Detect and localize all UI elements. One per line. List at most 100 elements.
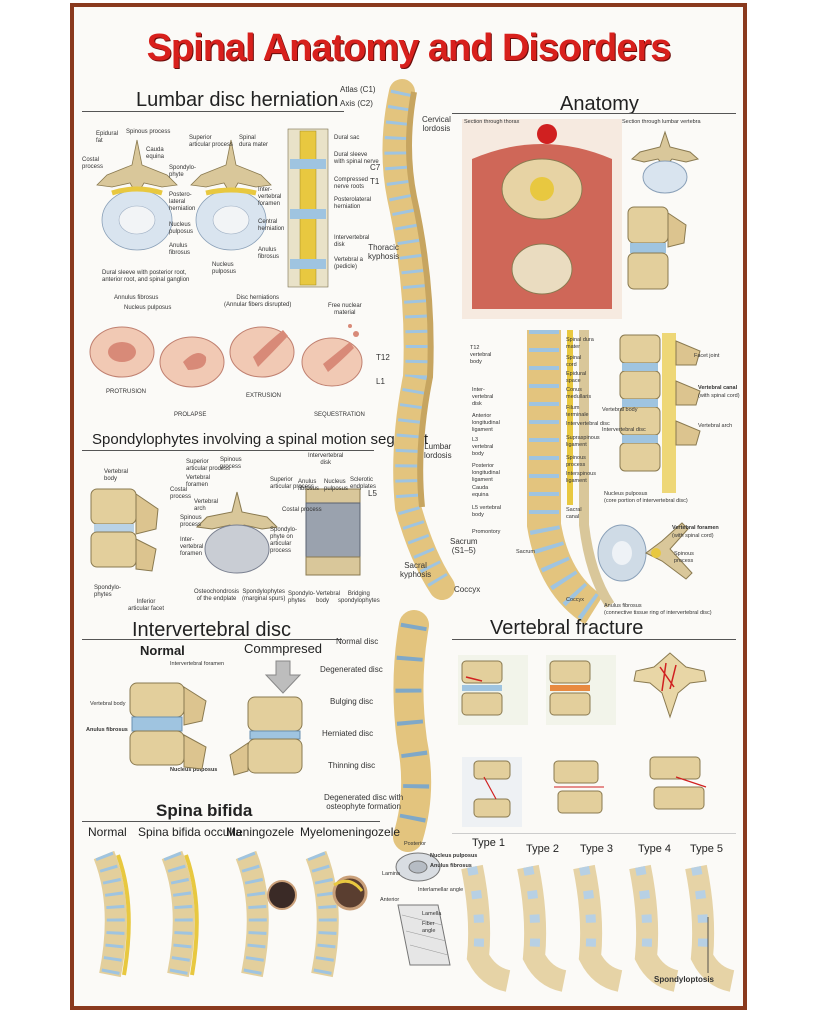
label-intervertebral-disk: Intervertebral disk (334, 235, 370, 248)
label-spinous-s: Spinous process (180, 515, 202, 528)
label-ivd-a: Intervertebral disc (566, 421, 610, 427)
label-superior-s2: Superior articular process (270, 477, 315, 490)
label-type-3: Type 3 (580, 843, 614, 855)
label-spondylophyte-art: Spondylo- phyte on articular process (270, 527, 298, 554)
label-superior-articular-s: Superior articular process (186, 459, 231, 472)
label-np-a: Nucleus pulposus (core portion of interv… (604, 491, 688, 504)
label-axis: Axis (C2) (340, 99, 373, 108)
spondylo-top-view (195, 491, 279, 574)
label-inset-fiber: Fiber angle (422, 921, 436, 934)
label-herniated-disc: Herniated disc (322, 729, 374, 738)
label-dural-sleeve: Dural sleeve with posterior root, anteri… (102, 270, 190, 283)
dural-sac-illustration (287, 128, 329, 288)
spondylo-sclerotic-disk (305, 488, 361, 576)
label-meningozele: Meningozele (226, 825, 295, 839)
label-af-a: Anulus fibrosus (connective tissue ring … (604, 603, 712, 616)
label-l3-a: L3 vertebral body (472, 437, 494, 457)
label-vertebral-canal-2: (with spinal cord) (698, 393, 740, 399)
sagittal-section-illustration (527, 330, 615, 625)
label-cord-a: Spinal cord (566, 355, 582, 368)
label-lumbar-lordosis: Lumbar lordosis (424, 442, 452, 460)
label-section-thorax: Section through thorax (464, 119, 520, 125)
degeneration-column-illustration (393, 610, 432, 852)
label-promontory: Promontory (472, 529, 501, 535)
label-vforamen-a2: (with spinal cord) (672, 533, 714, 539)
lumbar-column-illustration (619, 333, 701, 493)
vertebra-side-illustration (627, 206, 687, 290)
divider (82, 111, 344, 112)
section-title-anatomy: Anatomy (560, 93, 639, 115)
label-annulus-fibrosus: Annulus fibrosus (114, 295, 159, 301)
label-spondylophyte: Spondylo- phyte (169, 165, 197, 178)
label-disc-herniations: Disc herniations (Annular fibers disrupt… (224, 295, 292, 308)
label-cauda-equina: Cauda equina (146, 147, 165, 160)
label-compressed-disc: Commpresed (244, 641, 323, 656)
label-inset-posterior: Posterior (404, 841, 427, 847)
label-vertebral-canal: Vertebral canal (698, 385, 738, 391)
label-superior-articular: Superior articular process (189, 135, 234, 148)
label-free-nuclear: Free nuclear material (328, 303, 362, 316)
label-inset-anulus: Anulus fibrosus (430, 863, 472, 869)
label-prolapse: PROLAPSE (174, 412, 207, 418)
label-inset-lamella: Lamella (422, 911, 442, 917)
divider (82, 821, 380, 822)
label-t12: T12 (376, 353, 390, 362)
label-vertebral-body-s: Vertebral body (104, 469, 129, 482)
label-spinous-a2: Spinous process (674, 551, 694, 564)
label-coccyx-a: Coccyx (566, 597, 585, 603)
label-dura-a: Spinal dura mater (566, 337, 594, 350)
label-l5: L5 (368, 489, 377, 498)
label-central-herniation: Central herniation (258, 219, 285, 232)
label-l1: L1 (376, 377, 385, 386)
herniation-stages (89, 324, 363, 388)
section-title-intervertebral: Intervertebral disc (132, 619, 291, 641)
label-vforamen-a: Vertebral foramen (672, 525, 719, 531)
label-np-d: Nucleus pulposus (170, 767, 218, 773)
label-intervertebral-foramen: Inter- vertebral foramen (258, 187, 282, 207)
label-iv-disk-s: Intervertebral disk (308, 453, 344, 466)
divider (82, 450, 374, 451)
label-sacrum: Sacrum (S1–5) (450, 537, 478, 555)
label-sclerotic: Sclerotic endplates (350, 477, 377, 490)
label-sacral-canal: Sacral canal (566, 507, 582, 520)
label-inter-lig: Interspinous ligament (566, 471, 596, 484)
label-interforamen-s: Inter- vertebral foramen (180, 537, 204, 557)
label-c7: C7 (370, 163, 381, 172)
label-t1: T1 (370, 177, 380, 186)
label-vbody-s2: Vertebral body (316, 591, 341, 604)
label-af-d: Anulus fibrosus (86, 727, 128, 733)
label-inferior-facet: Inferior articular facet (128, 599, 165, 612)
label-osteochondrosis: Osteochondrosis of the endplate (194, 589, 240, 602)
label-iv-foramen-d: Intervertebral foramen (170, 661, 225, 667)
label-anulus-s: Anulus fibrosus (298, 479, 320, 492)
label-vertebral-arch-a: Vertebral arch (698, 423, 733, 429)
label-vertebral-foramen-s: Vertebral foramen (186, 475, 211, 488)
label-nucleus-3: Nucleus pulposus (212, 262, 237, 275)
label-costal-process: Costal process (82, 157, 104, 170)
section-title-spondylo: Spondylophytes involving a spinal motion… (92, 431, 429, 448)
label-nucleus-pulposus: Nucleus pulposus (124, 305, 172, 311)
label-protrusion: PROTRUSION (106, 389, 147, 395)
label-spinous-process: Spinous process (126, 129, 171, 135)
label-type-2: Type 2 (526, 843, 560, 855)
label-anulus-2: Anulus fibrosus (258, 247, 280, 260)
disc-compressed-illustration (229, 660, 303, 776)
page-title: Spinal Anatomy and Disorders (146, 27, 672, 69)
vertebra-posterolateral-herniation (96, 139, 178, 251)
section-title-bifida: Spina bifida (156, 801, 253, 820)
label-sacrum-a: Sacrum (516, 549, 535, 555)
label-post-lig: Posterior longitudinal ligament (472, 463, 500, 483)
fracture-illustrations (458, 652, 707, 827)
full-spine-illustration (382, 79, 455, 600)
label-sequestration: SEQUESTRATION (314, 412, 365, 418)
spondylo-motion-segment (90, 488, 159, 572)
label-costal-s: Costal process (170, 487, 192, 500)
label-pedicle: Vertebral a (pedicle) (334, 257, 364, 270)
vertebra-central-herniation (190, 139, 272, 251)
label-thinning-disc: Thinning disc (328, 761, 376, 770)
label-myelomeningozele: Myelomeningozele (300, 825, 401, 839)
label-bridging: Bridging spondylophytes (338, 591, 380, 604)
label-inset-lamina: Lamina (382, 871, 401, 877)
label-nucleus-s: Nucleus pulposus (324, 479, 349, 492)
label-epidural-a: Epidural space (566, 371, 587, 384)
